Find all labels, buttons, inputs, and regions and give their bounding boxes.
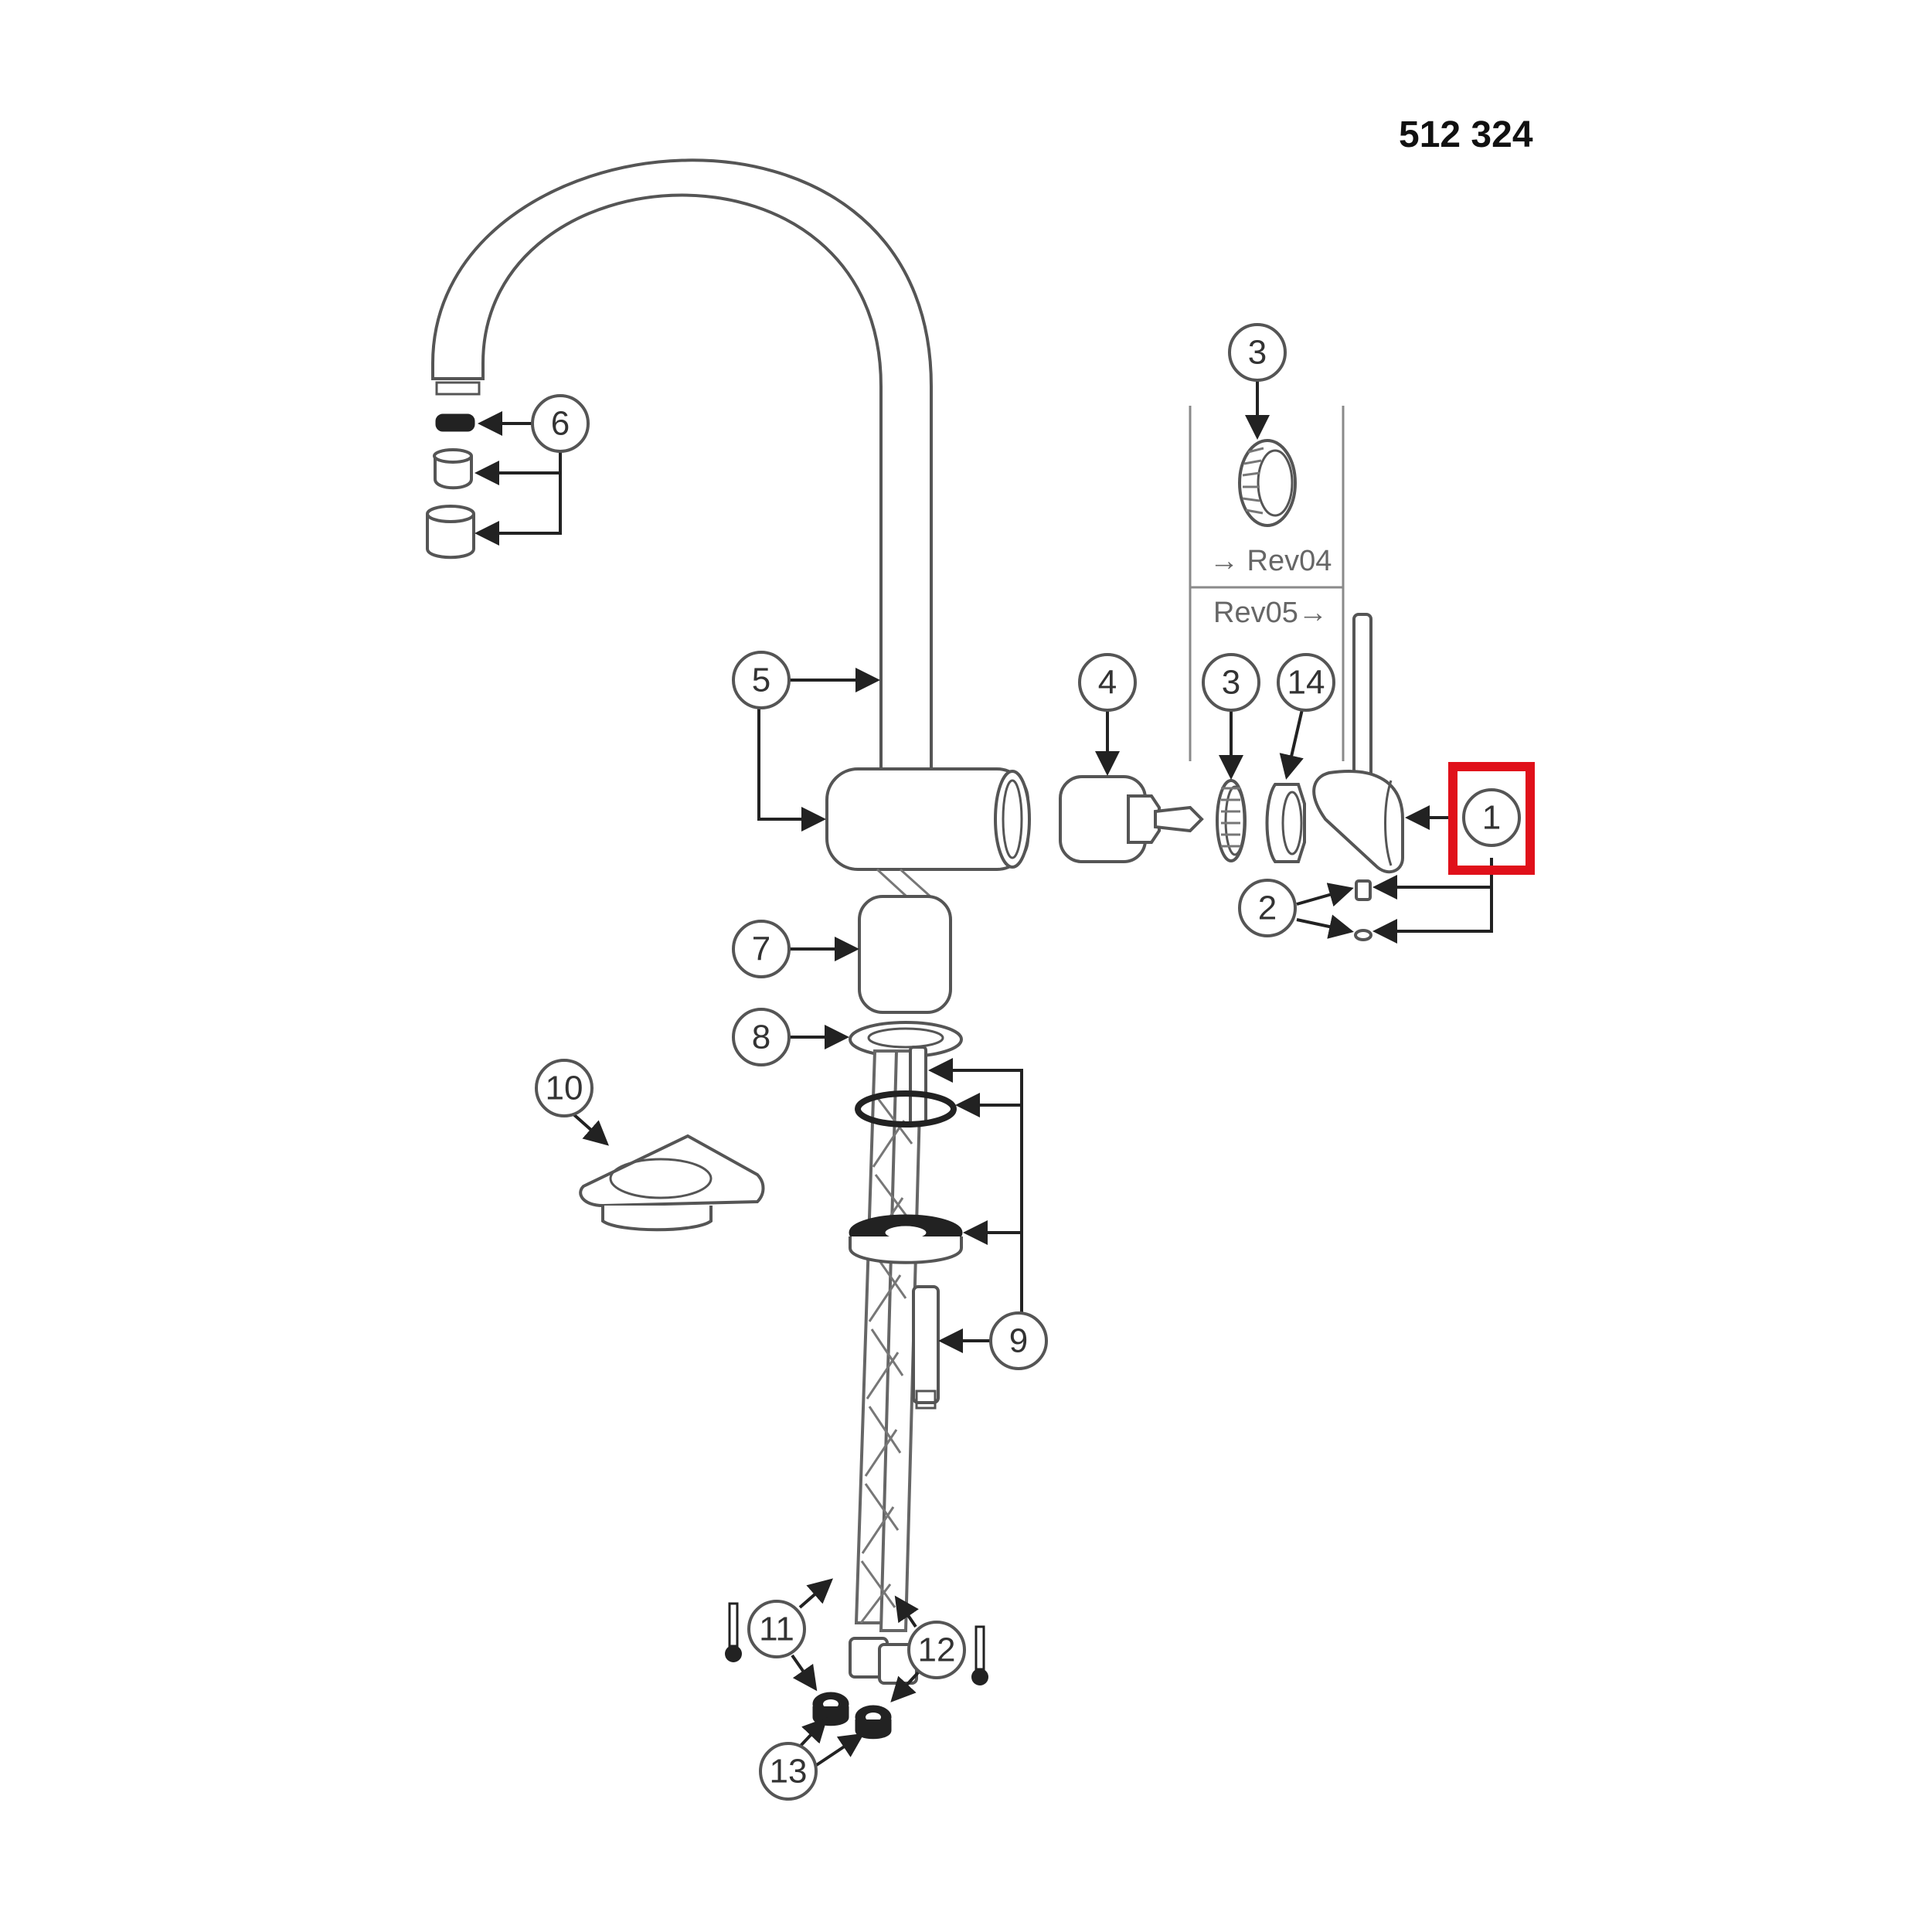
rev05-label: Rev05→ [1213, 597, 1328, 629]
svg-text:4: 4 [1098, 664, 1117, 702]
svg-text:5: 5 [752, 662, 770, 699]
svg-text:3: 3 [1248, 334, 1267, 372]
callout-11[interactable]: 11 [747, 1600, 806, 1658]
adapter-ring [1265, 783, 1306, 863]
svg-text:10: 10 [546, 1070, 583, 1107]
cartridge [1059, 775, 1204, 863]
callout-14[interactable]: 14 [1277, 653, 1335, 712]
base-collar [858, 868, 952, 1014]
cold-thermometer-icon [725, 1602, 742, 1662]
svg-text:11: 11 [759, 1611, 794, 1648]
grub-screw [1354, 879, 1372, 941]
svg-text:8: 8 [752, 1019, 770, 1056]
svg-text:14: 14 [1287, 664, 1325, 702]
callout-1[interactable]: 1 [1462, 788, 1521, 847]
callout-5[interactable]: 5 [732, 651, 791, 709]
black-washer [849, 1214, 963, 1264]
filter-gaskets [812, 1692, 892, 1740]
svg-text:12: 12 [918, 1631, 956, 1669]
svg-text:2: 2 [1258, 889, 1277, 927]
highlight-box [1448, 762, 1535, 875]
callout-3-rev05[interactable]: 3 [1202, 653, 1260, 712]
svg-text:7: 7 [752, 930, 770, 968]
aerator-parts [426, 413, 475, 560]
svg-text:3: 3 [1222, 664, 1240, 702]
callout-7[interactable]: 7 [732, 920, 791, 978]
callout-2[interactable]: 2 [1238, 879, 1297, 937]
callout-4[interactable]: 4 [1078, 653, 1137, 712]
mixer-body [825, 767, 1031, 871]
o-ring [855, 1090, 957, 1128]
spout [431, 158, 933, 782]
hoses [854, 1046, 927, 1632]
svg-text:1: 1 [1482, 799, 1501, 837]
leader-lines [474, 379, 1493, 1767]
lever-handle [1312, 613, 1404, 874]
callout-8[interactable]: 8 [732, 1008, 791, 1066]
cap-ring [1216, 779, 1247, 862]
base-plate [579, 1134, 765, 1232]
threaded-stud [912, 1285, 940, 1410]
callout-3-rev04[interactable]: 3 [1228, 323, 1287, 382]
hose-fittings [849, 1637, 918, 1685]
top-ring [849, 1021, 963, 1058]
svg-text:6: 6 [551, 405, 570, 443]
rev04-cap [1238, 439, 1297, 527]
revision-frame [1189, 406, 1345, 761]
callout-10[interactable]: 10 [535, 1059, 594, 1117]
callout-13[interactable]: 13 [759, 1742, 818, 1801]
callout-12[interactable]: 12 [907, 1621, 966, 1679]
drawing-number: 512 324 [1399, 114, 1533, 155]
svg-text:13: 13 [770, 1753, 808, 1791]
callout-6[interactable]: 6 [531, 394, 590, 453]
callout-9[interactable]: 9 [989, 1311, 1048, 1370]
svg-text:9: 9 [1009, 1322, 1028, 1360]
hot-thermometer-icon [971, 1625, 988, 1685]
rev04-label: → Rev04 [1209, 545, 1332, 577]
